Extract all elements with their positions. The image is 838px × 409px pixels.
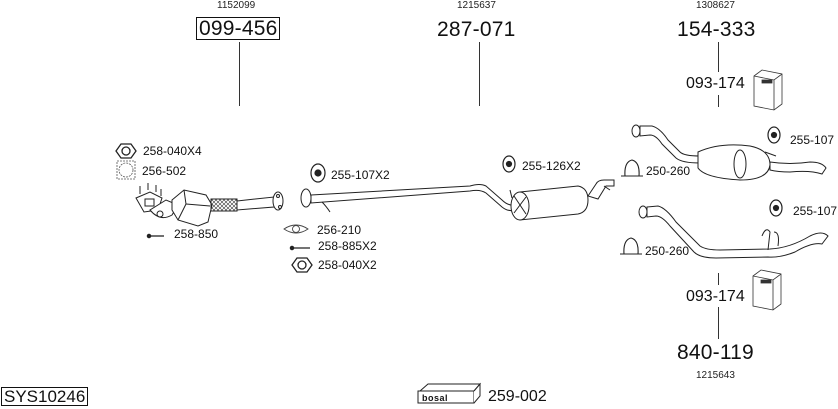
rear-rubber-upper-icon bbox=[767, 126, 781, 144]
oe-number-cat: 1152099 bbox=[217, 0, 256, 11]
rear-rubber-lower-icon bbox=[769, 199, 783, 217]
part-number-cat[interactable]: 099-456 bbox=[196, 17, 281, 40]
mounting-kit-upper-label[interactable]: 093-174 bbox=[686, 75, 745, 92]
middle-silencer-icon bbox=[300, 179, 615, 221]
cat-gasket-icon bbox=[116, 160, 136, 180]
cat-bolt-icon bbox=[146, 233, 164, 239]
mid-gasket-icon bbox=[283, 224, 309, 234]
mid-bolt-icon bbox=[289, 245, 310, 251]
part-number-rear-pipe[interactable]: 840-119 bbox=[677, 341, 754, 364]
part-number-rear-silencer[interactable]: 154-333 bbox=[677, 18, 756, 41]
rear-silencer-icon bbox=[631, 124, 827, 181]
leader-line-pipe-bottom bbox=[718, 307, 719, 339]
leader-line-rear-mid bbox=[718, 95, 719, 107]
mounting-kit-lower-icon bbox=[752, 269, 782, 311]
label-cat-bolt[interactable]: 258-850 bbox=[174, 227, 219, 241]
label-mid-rubber[interactable]: 255-107X2 bbox=[331, 168, 390, 182]
clamp-lower-icon bbox=[620, 237, 642, 255]
bosal-logo: bosal bbox=[422, 393, 449, 403]
oe-number-rear-silencer: 1308627 bbox=[696, 0, 735, 11]
system-code: SYS10246 bbox=[1, 387, 89, 406]
label-mid-gasket[interactable]: 256-210 bbox=[317, 223, 362, 237]
cat-nut-icon bbox=[115, 143, 137, 159]
catalytic-converter-icon bbox=[135, 183, 284, 227]
leader-line-rear-top bbox=[718, 42, 719, 72]
label-rear-rubber-upper[interactable]: 255-107 bbox=[790, 133, 835, 147]
oe-number-middle: 1215637 bbox=[457, 0, 496, 11]
label-clamp-upper[interactable]: 250-260 bbox=[646, 164, 691, 178]
bosal-part-number[interactable]: 259-002 bbox=[488, 388, 547, 405]
label-silencer-rubber[interactable]: 255-126X2 bbox=[522, 159, 581, 173]
oe-number-rear-pipe: 1215643 bbox=[696, 370, 735, 381]
leader-line-middle bbox=[479, 42, 480, 106]
mounting-kit-upper-icon bbox=[753, 69, 783, 111]
leader-line-pipe-top bbox=[718, 273, 719, 285]
silencer-rubber-icon bbox=[502, 155, 516, 173]
label-mid-nut[interactable]: 258-040X2 bbox=[318, 258, 377, 272]
label-clamp-lower[interactable]: 250-260 bbox=[645, 244, 690, 258]
label-rear-rubber-lower[interactable]: 255-107 bbox=[793, 204, 838, 218]
mid-rubber-icon bbox=[310, 163, 326, 183]
mounting-kit-lower-label[interactable]: 093-174 bbox=[686, 288, 745, 305]
label-cat-nut[interactable]: 258-040X4 bbox=[143, 144, 202, 158]
clamp-upper-icon bbox=[621, 159, 643, 177]
leader-line-cat bbox=[239, 42, 240, 106]
label-mid-bolt[interactable]: 258-885X2 bbox=[318, 239, 377, 253]
rear-pipe-icon bbox=[638, 205, 829, 259]
part-number-middle[interactable]: 287-071 bbox=[437, 18, 516, 41]
mid-nut-icon bbox=[291, 257, 313, 273]
bosal-box-icon bbox=[417, 382, 482, 404]
label-cat-gasket[interactable]: 256-502 bbox=[142, 164, 187, 178]
